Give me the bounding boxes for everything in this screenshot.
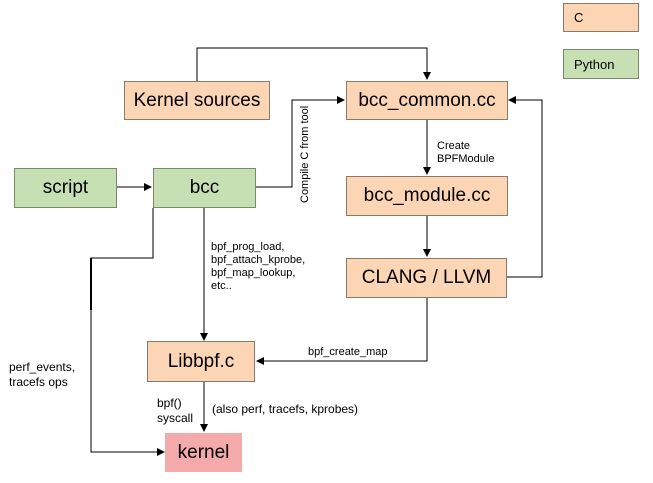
legend-python-label: Python [574, 56, 615, 72]
label-compile-c-from-tool: Compile C from tool [299, 105, 311, 203]
label-bpf-syscall: bpf() syscall [157, 396, 194, 425]
node-libbpf: Libbpf.c [147, 341, 255, 382]
node-bcc-common: bcc_common.cc [346, 81, 508, 120]
edge-kernel-sources-to-bcc-common [196, 47, 431, 81]
node-bcc-module-label: bcc_module.cc [363, 185, 491, 206]
node-bcc-module: bcc_module.cc [346, 176, 508, 216]
node-kernel: kernel [165, 433, 242, 472]
node-kernel-label: kernel [177, 441, 230, 463]
node-bcc-label: bcc [189, 177, 220, 198]
node-clang-llvm-label: CLANG / LLVM [361, 267, 492, 288]
node-kernel-sources-label: Kernel sources [133, 89, 261, 111]
legend-c-label: C [574, 10, 584, 25]
label-create-bpfmodule: Create BPFModule [437, 140, 495, 165]
node-bcc: bcc [153, 168, 256, 208]
node-clang-llvm: CLANG / LLVM [346, 258, 507, 298]
edge-bcc-to-bcc-common [256, 96, 345, 188]
node-libbpf-label: Libbpf.c [167, 350, 235, 372]
label-bpf-calls: bpf_prog_load, bpf_attach_kprobe, bpf_ma… [211, 241, 306, 292]
node-kernel-sources: Kernel sources [124, 81, 270, 120]
edge-clang-to-libbpf [256, 298, 428, 365]
edge-bcc-to-kernel [90, 208, 165, 456]
legend-python: Python [563, 49, 639, 79]
legend-c: C [563, 3, 639, 32]
label-bpf-create-map: bpf_create_map [308, 346, 388, 358]
node-script: script [14, 168, 117, 208]
label-also-perf: (also perf, tracefs, kprobes) [212, 402, 359, 416]
edge-clang-to-bcc-common [507, 96, 543, 278]
node-bcc-common-label: bcc_common.cc [358, 89, 496, 111]
label-perf-events: perf_events, tracefs ops [9, 360, 76, 389]
node-script-label: script [42, 177, 89, 198]
